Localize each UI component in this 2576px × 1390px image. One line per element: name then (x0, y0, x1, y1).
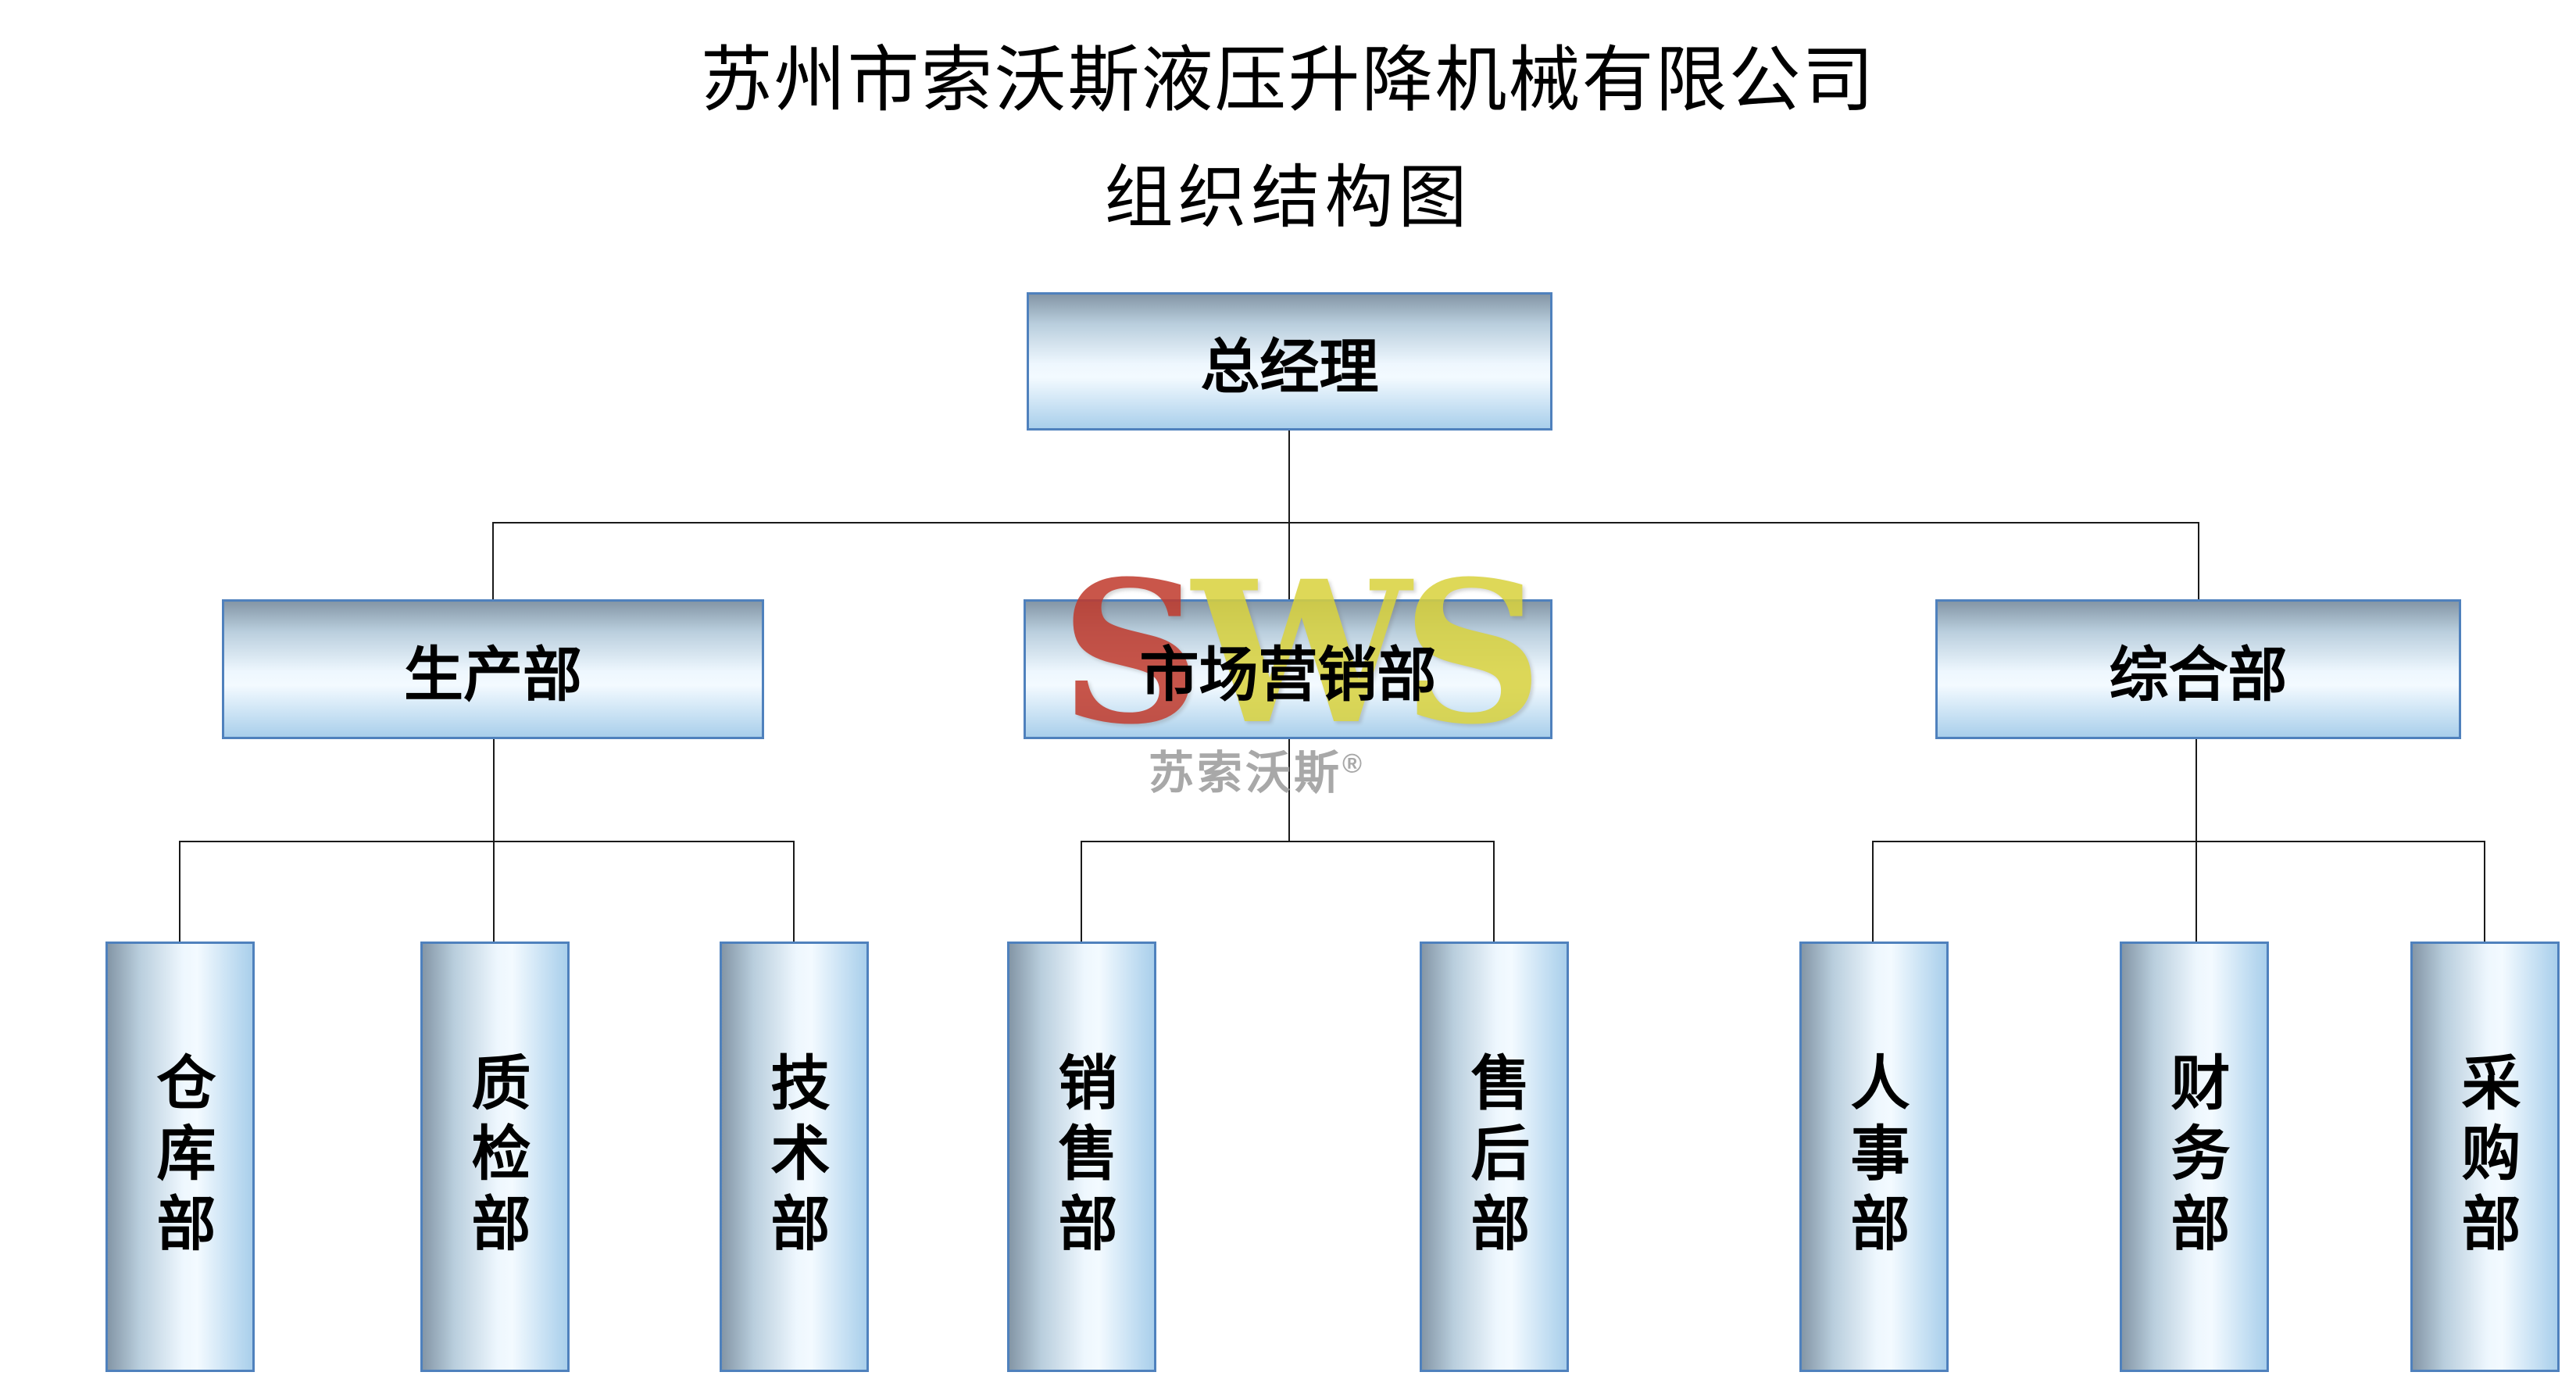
box-after-sales-dept: 售后部 (1420, 942, 1569, 1372)
box-general-manager: 总经理 (1027, 292, 1552, 431)
connector-line (793, 841, 795, 942)
box-procurement-dept-label: 采购部 (2452, 1051, 2518, 1263)
connector-line (492, 522, 494, 600)
connector-line (2484, 841, 2485, 942)
box-technology-dept-label: 技术部 (761, 1051, 827, 1263)
box-technology-dept: 技术部 (720, 942, 869, 1372)
box-production-dept: 生产部 (222, 599, 764, 739)
box-finance-dept: 财务部 (2120, 942, 2269, 1372)
connector-line (1288, 522, 1290, 600)
connector-line (1493, 841, 1495, 942)
registered-mark-icon: ® (1342, 749, 1363, 779)
watermark-brand-text: 苏索沃斯 (1149, 748, 1343, 799)
box-sales-dept: 销售部 (1007, 942, 1156, 1372)
connector-line (1872, 841, 1874, 942)
connector-line (179, 841, 180, 942)
connector-line (492, 522, 2199, 523)
box-after-sales-dept-label: 售后部 (1461, 1051, 1527, 1263)
box-marketing-dept-label: 市场营销部 (1139, 642, 1437, 709)
box-hr-dept: 人事部 (1799, 942, 1949, 1372)
connector-line (1081, 841, 1495, 842)
chart-title: 组织结构图 (1104, 161, 1472, 237)
box-marketing-dept: 市场营销部 (1024, 599, 1552, 739)
box-warehouse-dept: 仓库部 (105, 942, 255, 1372)
box-procurement-dept: 采购部 (2410, 942, 2560, 1372)
company-title: 苏州市索沃斯液压升降机械有限公司 (700, 41, 1876, 120)
connector-line (1288, 431, 1290, 523)
connector-line (1288, 739, 1290, 842)
box-production-dept-label: 生产部 (404, 642, 582, 709)
box-general-affairs-dept-label: 综合部 (2109, 642, 2288, 709)
box-hr-dept-label: 人事部 (1841, 1051, 1907, 1263)
box-general-affairs-dept: 综合部 (1935, 599, 2461, 739)
connector-line (1081, 841, 1082, 942)
box-general-manager-label: 总经理 (1200, 334, 1379, 401)
box-finance-dept-label: 财务部 (2161, 1051, 2228, 1263)
box-quality-inspection-dept-label: 质检部 (462, 1051, 528, 1263)
watermark-brand-text-row: 苏索沃斯® (1031, 736, 1563, 802)
box-sales-dept-label: 销售部 (1049, 1051, 1115, 1263)
connector-line (2198, 522, 2199, 600)
box-quality-inspection-dept: 质检部 (420, 942, 570, 1372)
connector-line (179, 841, 795, 842)
connector-line (1872, 841, 2485, 842)
box-warehouse-dept-label: 仓库部 (147, 1051, 213, 1263)
